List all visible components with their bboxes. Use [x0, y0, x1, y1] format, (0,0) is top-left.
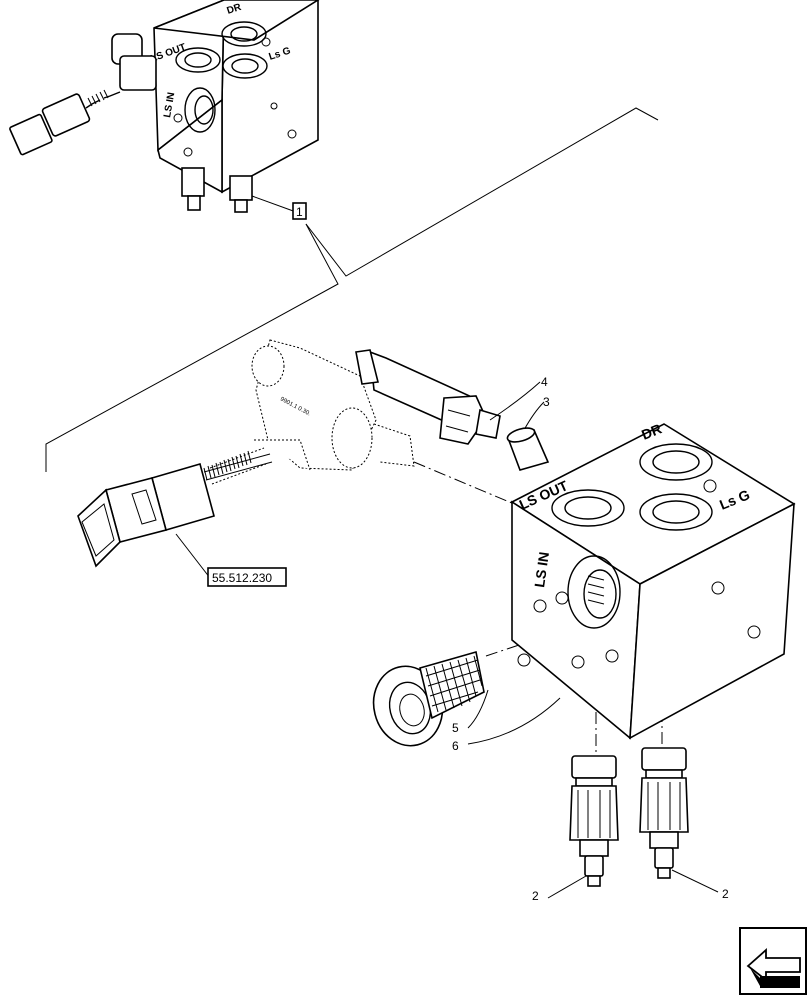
callout-3: 3 — [543, 395, 550, 409]
navigation-arrow-icon[interactable] — [739, 927, 807, 995]
valve-block-main: DR LS OUT Ls G LS IN — [510, 420, 796, 740]
large-label-ls-in: LS IN — [531, 551, 552, 589]
main-block-side — [629, 502, 795, 740]
callout-6: 6 — [452, 739, 459, 753]
large-label-dr: DR — [639, 420, 664, 442]
cartridge-right — [639, 747, 689, 879]
callout-2-left: 2 — [532, 889, 539, 903]
pressure-sensor-ghost: 9901.1 0.30. — [209, 339, 415, 485]
callout-5: 5 — [452, 721, 459, 735]
spacer-sleeve — [506, 427, 550, 471]
block-top-face — [153, 0, 320, 41]
callout-4: 4 — [541, 375, 548, 389]
small-label-ls-in: LS IN — [162, 91, 177, 118]
callout-2-right: 2 — [722, 887, 729, 901]
callout-1: 1 — [296, 205, 303, 219]
cartridge-left — [569, 755, 619, 887]
filter-plug — [372, 650, 485, 747]
small-label-dr: DR — [226, 2, 244, 17]
pressure-switch — [355, 349, 501, 445]
valve-assembly-overview: DR LS OUT LS IN Ls G — [9, 0, 320, 213]
callout-box-1 — [292, 202, 307, 220]
electrical-connector — [77, 463, 215, 568]
ref-box — [207, 567, 287, 587]
callout-ref: 55.512.230 — [212, 571, 272, 585]
